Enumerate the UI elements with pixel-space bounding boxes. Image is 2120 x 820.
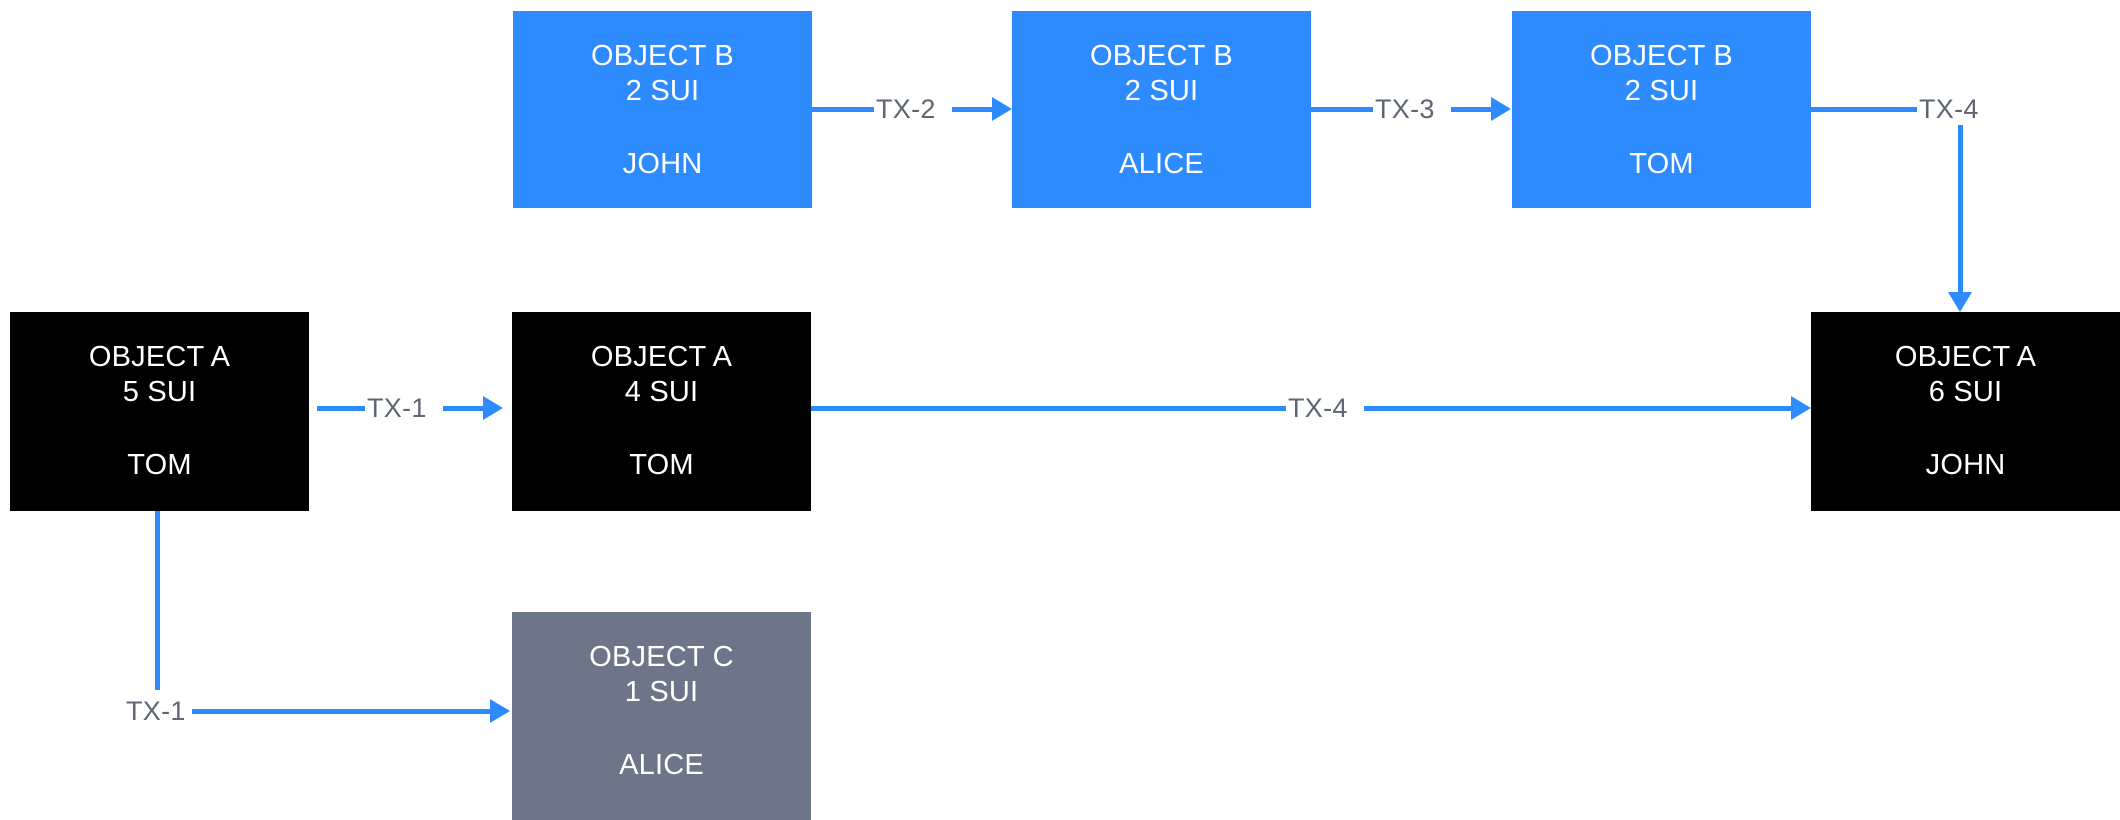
edge-tx3-line-left xyxy=(1311,107,1373,112)
edge-tx3-line-right xyxy=(1451,107,1493,112)
node-owner-label: JOHN xyxy=(622,148,703,180)
node-owner-label: TOM xyxy=(629,449,694,481)
edge-tx1a-line-right xyxy=(443,406,485,411)
edge-tx2-line-left xyxy=(812,107,874,112)
node-object-label: OBJECT A xyxy=(590,341,733,373)
node-amount-label: 2 SUI xyxy=(1624,75,1699,107)
node-owner-label: TOM xyxy=(127,449,192,481)
edge-tx1a-label: TX-1 xyxy=(367,393,427,423)
node-object-label: OBJECT B xyxy=(591,40,734,72)
node-object-b-alice[interactable]: OBJECT B 2 SUI ALICE xyxy=(1012,11,1311,208)
edge-tx4b-arrowhead-icon xyxy=(1948,292,1972,312)
node-object-b-john[interactable]: OBJECT B 2 SUI JOHN xyxy=(513,11,812,208)
node-object-c-alice[interactable]: OBJECT C 1 SUI ALICE xyxy=(512,612,811,820)
node-object-b-tom[interactable]: OBJECT B 2 SUI TOM xyxy=(1512,11,1811,208)
edge-tx1c-label: TX-1 xyxy=(126,696,186,726)
node-object-a-tom-5sui[interactable]: OBJECT A 5 SUI TOM xyxy=(10,312,309,511)
node-object-label: OBJECT B xyxy=(1590,40,1733,72)
node-object-a-tom-4sui[interactable]: OBJECT A 4 SUI TOM xyxy=(512,312,811,511)
node-object-label: OBJECT C xyxy=(589,641,734,673)
edge-tx4b-line-vertical xyxy=(1958,125,1963,295)
node-amount-label: 1 SUI xyxy=(624,676,699,708)
edge-tx2-label: TX-2 xyxy=(876,94,936,124)
node-amount-label: 4 SUI xyxy=(624,376,699,408)
edge-tx4a-label: TX-4 xyxy=(1288,393,1348,423)
edge-tx1a-arrowhead-icon xyxy=(483,396,503,420)
node-owner-label: ALICE xyxy=(1119,148,1204,180)
edge-tx1c-line-horizontal xyxy=(192,709,490,714)
node-amount-label: 2 SUI xyxy=(625,75,700,107)
edge-tx3-label: TX-3 xyxy=(1375,94,1435,124)
node-object-a-john-6sui[interactable]: OBJECT A 6 SUI JOHN xyxy=(1811,312,2120,511)
node-amount-label: 6 SUI xyxy=(1928,376,2003,408)
node-owner-label: TOM xyxy=(1629,148,1694,180)
edge-tx4b-line-horizontal xyxy=(1811,107,1917,112)
edge-tx4b-label: TX-4 xyxy=(1919,94,1979,124)
edge-tx4a-line-right xyxy=(1364,406,1801,411)
node-object-label: OBJECT A xyxy=(88,341,231,373)
node-owner-label: JOHN xyxy=(1925,449,2006,481)
edge-tx2-line-right xyxy=(952,107,994,112)
node-amount-label: 5 SUI xyxy=(122,376,197,408)
edge-tx2-arrowhead-icon xyxy=(992,97,1012,121)
edge-tx4a-arrowhead-icon xyxy=(1791,396,1811,420)
edge-tx1c-arrowhead-icon xyxy=(490,699,510,723)
node-owner-label: ALICE xyxy=(619,749,704,781)
edge-tx1a-line-left xyxy=(317,406,365,411)
edge-tx3-arrowhead-icon xyxy=(1491,97,1511,121)
node-object-label: OBJECT A xyxy=(1894,341,2037,373)
node-object-label: OBJECT B xyxy=(1090,40,1233,72)
edge-tx4a-line-left xyxy=(811,406,1286,411)
edge-tx1c-line-vertical xyxy=(155,511,160,690)
node-amount-label: 2 SUI xyxy=(1124,75,1199,107)
